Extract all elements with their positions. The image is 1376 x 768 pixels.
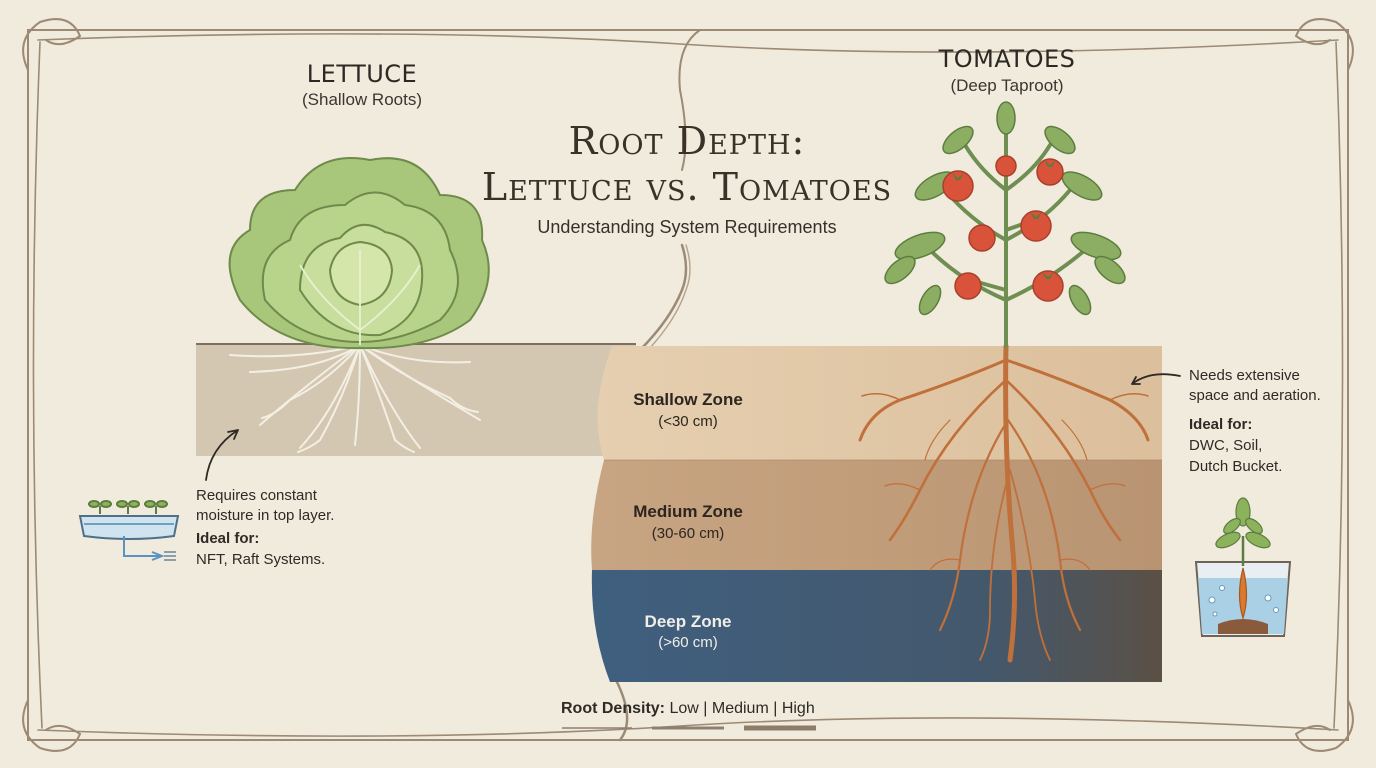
- tomatoes-title: TOMATOES: [938, 45, 1076, 73]
- tomato-plant-icon: [884, 101, 1126, 348]
- tomatoes-ideal-line1: DWC, Soil,: [1189, 437, 1263, 454]
- subtitle: Understanding System Requirements: [537, 217, 837, 237]
- lettuce-soil-band: [196, 344, 636, 456]
- tomatoes-note-line2: space and aeration.: [1189, 387, 1321, 404]
- legend-item-low: Low: [669, 700, 699, 717]
- lettuce-root-type: (Shallow Roots): [302, 90, 422, 109]
- zone-deep-name: Deep Zone: [644, 612, 732, 631]
- lettuce-roots: [229, 344, 481, 453]
- legend-separator: |: [698, 700, 712, 717]
- tomato-roots: [858, 343, 1150, 663]
- zone-medium-range: (30-60 cm): [651, 525, 725, 542]
- main-title-line1: Root Depth:: [568, 119, 806, 163]
- tomato-note-arrow: [1131, 373, 1181, 385]
- zone-shallow: [597, 346, 1162, 460]
- tomatoes-ideal-line2: Dutch Bucket.: [1189, 458, 1283, 475]
- main-title-line2: Lettuce vs. Tomatoes: [481, 165, 893, 209]
- vine-border: [22, 18, 1354, 752]
- lettuce-head-icon: [228, 157, 490, 350]
- lettuce-note-arrow: [205, 429, 239, 481]
- zone-deep-range: (>60 cm): [658, 634, 718, 651]
- zone-shallow-name: Shallow Zone: [633, 390, 743, 409]
- legend-item-high: High: [781, 700, 815, 717]
- zone-medium: [591, 460, 1162, 570]
- legend-separator: |: [768, 700, 782, 717]
- tomatoes-ideal-label: Ideal for:: [1189, 416, 1253, 433]
- legend-item-medium: Medium: [711, 700, 769, 717]
- lettuce-note-line2: moisture in top layer.: [196, 507, 335, 524]
- tomatoes-root-type: (Deep Taproot): [950, 76, 1064, 95]
- root-density-legend: Root Density: Low | Medium | High: [561, 700, 815, 718]
- lettuce-ideal-label: Ideal for:: [196, 530, 260, 547]
- lettuce-note-line1: Requires constant: [196, 487, 317, 504]
- lettuce-ideal-systems: NFT, Raft Systems.: [196, 551, 326, 568]
- legend-label: Root Density:: [561, 700, 665, 717]
- tomatoes-note-line1: Needs extensive: [1189, 367, 1300, 384]
- zone-shallow-range: (<30 cm): [658, 413, 718, 430]
- lettuce-title: LETTUCE: [306, 60, 418, 88]
- zone-deep: [591, 570, 1162, 682]
- zone-medium-name: Medium Zone: [633, 502, 743, 521]
- bucket-seedling-icon: [1194, 497, 1292, 637]
- nft-channel-icon: [78, 500, 180, 561]
